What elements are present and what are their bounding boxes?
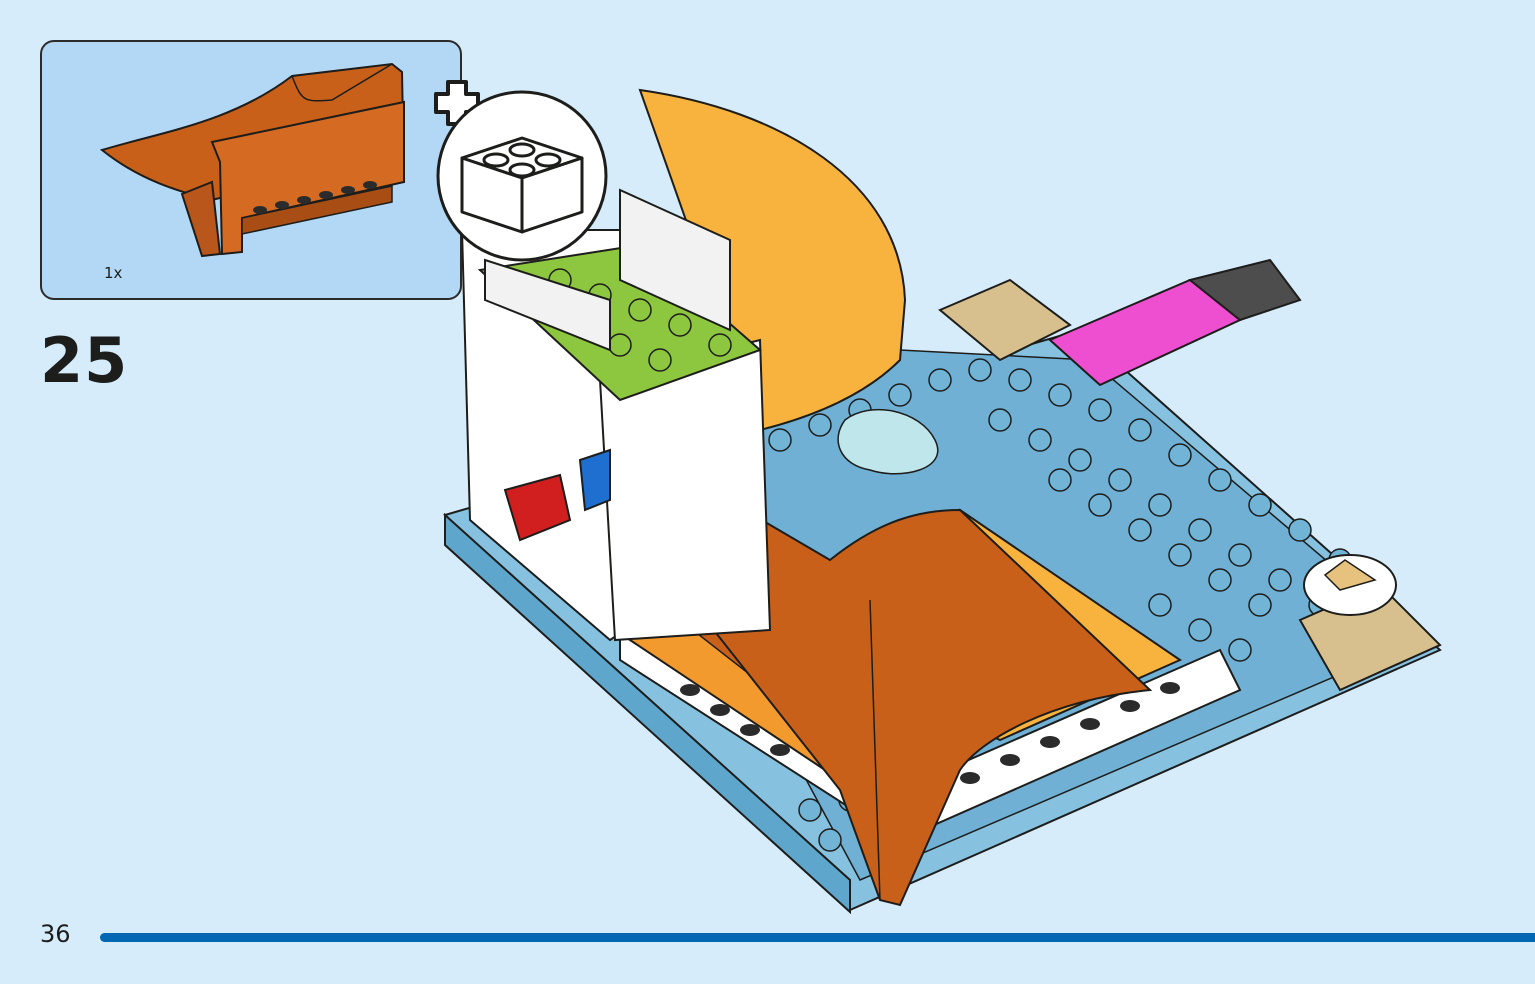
step-number: 25: [40, 324, 129, 397]
page-number: 36: [40, 920, 71, 948]
progress-bar: [100, 933, 1535, 942]
model-illustration: [443, 88, 1442, 915]
parts-callout: 1x: [40, 40, 462, 300]
curved-ramp-piece-icon: [99, 62, 406, 258]
plus-brick-icon: [434, 80, 608, 262]
quantity-label: 1x: [104, 264, 123, 282]
